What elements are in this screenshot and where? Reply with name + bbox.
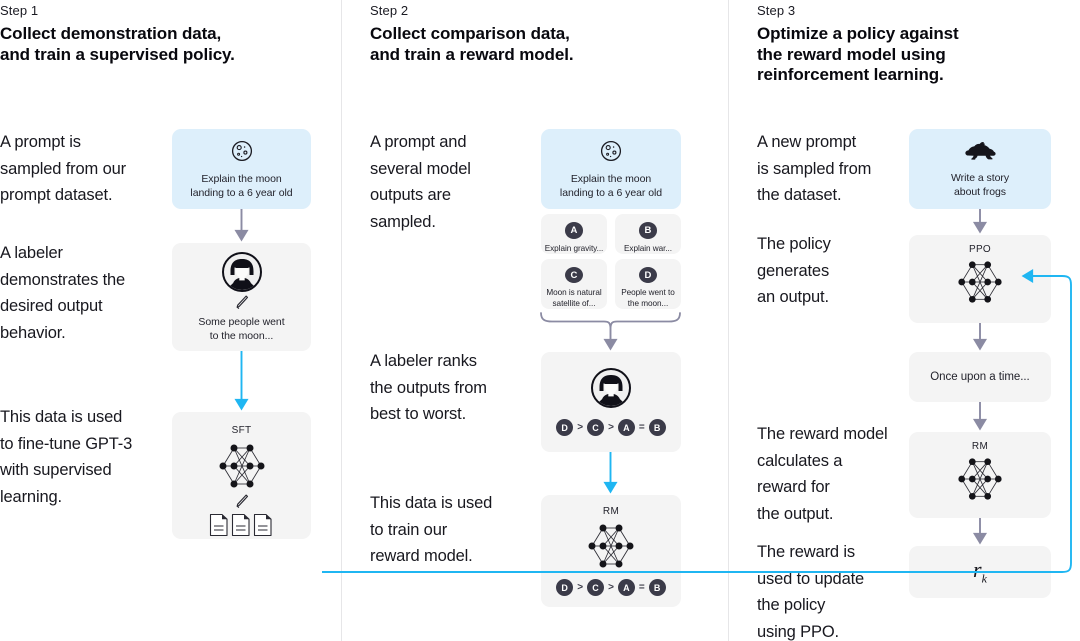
step-1-sft-title: SFT bbox=[231, 425, 252, 436]
step-2-output-c[interactable]: C Moon is natural satellite of... bbox=[541, 259, 607, 309]
pencil-icon bbox=[233, 494, 251, 510]
step-2-label: Step 2 bbox=[370, 3, 409, 18]
step-2-paragraph-1: A prompt and several model outputs are s… bbox=[370, 133, 471, 231]
step-1-paragraph-2: A labeler demonstrates the desired outpu… bbox=[0, 244, 126, 342]
step-2-paragraph-2: A labeler ranks the outputs from best to… bbox=[370, 352, 487, 423]
output-text: Explain gravity... bbox=[544, 243, 604, 253]
output-text: Moon is natural satellite of... bbox=[546, 288, 602, 308]
step-1-labeler-text: Some people went to the moon... bbox=[198, 315, 285, 342]
step-3-prompt-card[interactable]: Write a story about frogs bbox=[909, 129, 1051, 209]
labeler-avatar-icon bbox=[591, 368, 631, 408]
rank-operator: = bbox=[638, 422, 645, 433]
step-2-paragraph-3: This data is used to train our reward mo… bbox=[370, 494, 493, 565]
reward-formula-subscript: k bbox=[981, 571, 987, 586]
output-badge: A bbox=[565, 222, 583, 239]
step-1-column: Step 1 Collect demonstration data, and t… bbox=[0, 0, 341, 641]
output-badge: C bbox=[565, 267, 583, 283]
step-3-ppo-card[interactable]: PPO bbox=[909, 235, 1051, 323]
output-text: People went to the moon... bbox=[621, 288, 675, 308]
step-3-prompt-text: Write a story about frogs bbox=[950, 171, 1010, 198]
step-1-paragraph-3: This data is used to fine-tune GPT-3 wit… bbox=[0, 408, 133, 506]
step-2-title: Collect comparison data, and train a rew… bbox=[370, 24, 574, 64]
rank-operator: > bbox=[608, 422, 614, 433]
rank-badge-c: C bbox=[587, 579, 605, 596]
reward-formula: rk bbox=[973, 557, 987, 586]
step-1-label: Step 1 bbox=[0, 3, 39, 18]
neural-network-icon bbox=[581, 520, 641, 572]
step-2-output-a[interactable]: A Explain gravity... bbox=[541, 214, 607, 254]
step-2-column: Step 2 Collect comparison data, and trai… bbox=[342, 0, 728, 641]
pencil-icon bbox=[233, 295, 251, 311]
output-text: Explain war... bbox=[624, 243, 672, 253]
step-3-paragraph-2: The policy generates an output. bbox=[757, 235, 831, 306]
step-2-ranking-row: D > C > A = B bbox=[556, 419, 666, 436]
step-1-prompt-card[interactable]: Explain the moon landing to a 6 year old bbox=[172, 129, 311, 209]
step-2-output-b[interactable]: B Explain war... bbox=[615, 214, 681, 254]
neural-network-icon bbox=[951, 454, 1009, 504]
step-2-prompt-card[interactable]: Explain the moon landing to a 6 year old bbox=[541, 129, 681, 209]
step-1-labeler-card[interactable]: Some people went to the moon... bbox=[172, 243, 311, 351]
neural-network-icon bbox=[951, 257, 1009, 307]
step-2-ranking-card[interactable]: D > C > A = B bbox=[541, 352, 681, 452]
rank-badge-a: A bbox=[617, 579, 635, 596]
step-3-title: Optimize a policy against the reward mod… bbox=[757, 24, 959, 84]
step-3-output-card[interactable]: Once upon a time... bbox=[909, 352, 1051, 402]
step-1-paragraph-1: A prompt is sampled from our prompt data… bbox=[0, 133, 126, 204]
step-3-ppo-title: PPO bbox=[968, 244, 992, 255]
step-3-rm-card[interactable]: RM bbox=[909, 432, 1051, 518]
step-2-prompt-text: Explain the moon landing to a 6 year old bbox=[559, 172, 663, 199]
rank-badge-d: D bbox=[556, 579, 574, 596]
rank-operator: > bbox=[577, 422, 584, 433]
step-3-column: Step 3 Optimize a policy against the rew… bbox=[729, 0, 1080, 641]
step-3-reward-card[interactable]: rk bbox=[909, 546, 1051, 598]
rank-operator: = bbox=[638, 582, 645, 593]
step-2-rm-title: RM bbox=[602, 506, 620, 517]
rank-badge-c: C bbox=[587, 419, 605, 436]
step-1-sft-card[interactable]: SFT bbox=[172, 412, 311, 539]
step-3-rm-title: RM bbox=[971, 441, 989, 452]
documents-icon bbox=[209, 513, 275, 537]
output-badge: D bbox=[639, 267, 657, 283]
labeler-avatar-icon bbox=[221, 251, 262, 292]
frog-icon bbox=[963, 140, 997, 162]
step-1-title: Collect demonstration data, and train a … bbox=[0, 24, 235, 64]
rank-operator: > bbox=[608, 582, 614, 593]
neural-network-icon bbox=[212, 440, 272, 492]
rank-badge-d: D bbox=[556, 419, 574, 436]
reward-formula-base: r bbox=[973, 557, 982, 583]
output-badge: B bbox=[639, 222, 657, 239]
step-3-output-text: Once upon a time... bbox=[930, 371, 1030, 383]
step-1-prompt-text: Explain the moon landing to a 6 year old bbox=[190, 172, 293, 199]
rank-badge-b: B bbox=[648, 579, 666, 596]
step-2-rm-ranking-row: D > C > A = B bbox=[556, 579, 666, 596]
rank-operator: > bbox=[577, 582, 584, 593]
moon-icon bbox=[599, 139, 623, 163]
step-3-paragraph-3: The reward model calculates a reward for… bbox=[757, 425, 888, 523]
moon-icon bbox=[230, 139, 254, 163]
step-2-output-d[interactable]: D People went to the moon... bbox=[615, 259, 681, 309]
rank-badge-a: A bbox=[617, 419, 635, 436]
step-3-paragraph-1: A new prompt is sampled from the dataset… bbox=[757, 133, 872, 204]
rank-badge-b: B bbox=[648, 419, 666, 436]
step-2-rm-card[interactable]: RM bbox=[541, 495, 681, 607]
step-3-paragraph-4: The reward is used to update the policy … bbox=[757, 543, 865, 641]
step-3-label: Step 3 bbox=[757, 3, 796, 18]
